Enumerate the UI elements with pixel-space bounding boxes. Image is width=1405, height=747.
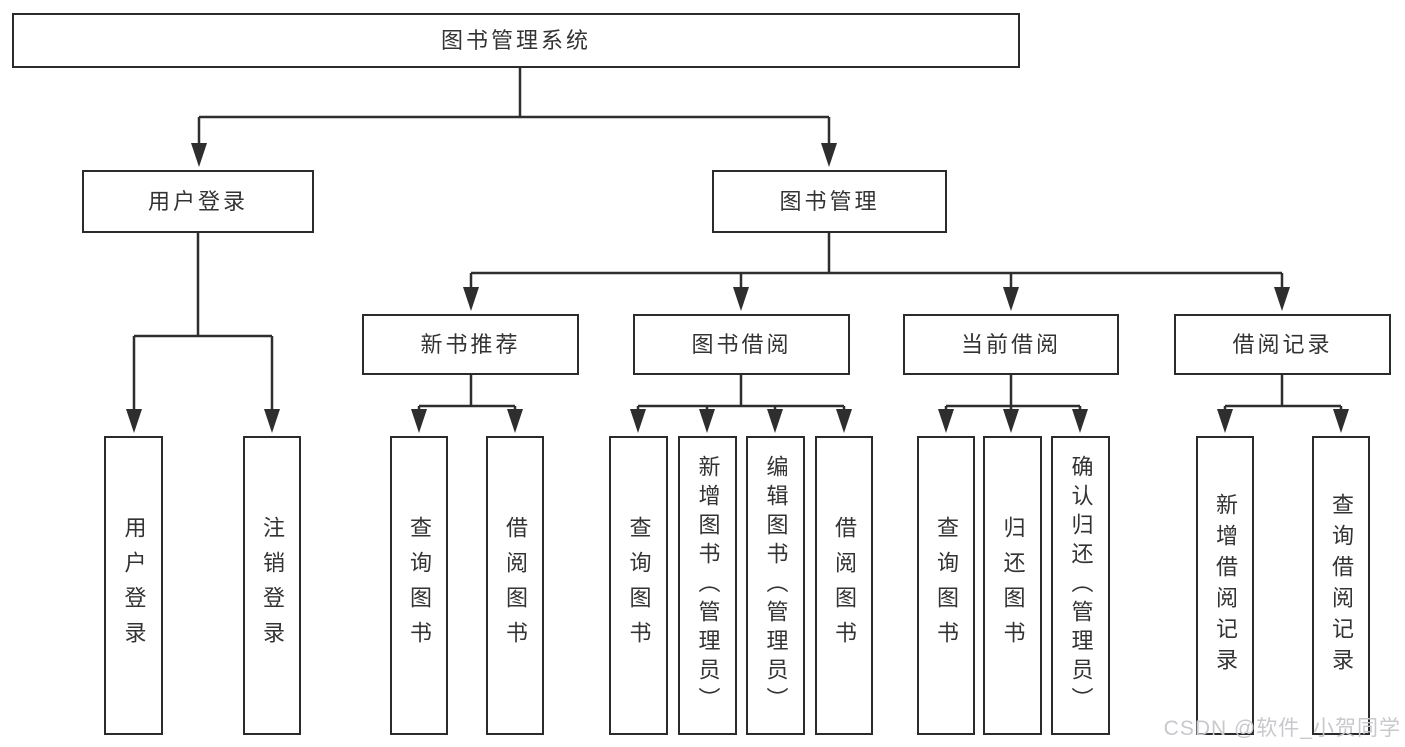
watermark: CSDN @软件_小贺同学 — [1163, 717, 1401, 740]
node-nbr-borrow-books: 借阅图书 — [486, 436, 544, 735]
node-bb-borrow-books: 借阅图书 — [815, 436, 873, 735]
node-book-borrow: 图书借阅 — [633, 314, 850, 375]
node-query-borrow-record: 查询借阅记录 — [1312, 436, 1370, 735]
node-bb-query-books: 查询图书 — [609, 436, 668, 735]
node-new-book-recommend: 新书推荐 — [362, 314, 579, 375]
node-nbr-query-books: 查询图书 — [390, 436, 448, 735]
node-book-management: 图书管理 — [712, 170, 947, 233]
node-user-login-action: 用户登录 — [104, 436, 163, 735]
node-cb-return-books: 归还图书 — [983, 436, 1042, 735]
node-bb-edit-books-admin: 编辑图书（管理员） — [746, 436, 805, 735]
node-current-borrow: 当前借阅 — [903, 314, 1119, 375]
node-cb-confirm-return-admin: 确认归还（管理员） — [1051, 436, 1110, 735]
node-bb-add-books-admin: 新增图书（管理员） — [678, 436, 737, 735]
node-add-borrow-record: 新增借阅记录 — [1196, 436, 1254, 735]
node-user-login: 用户登录 — [82, 170, 314, 233]
arrowhead-icons — [126, 143, 1349, 433]
node-borrow-records: 借阅记录 — [1174, 314, 1391, 375]
node-logout-action: 注销登录 — [243, 436, 301, 735]
node-cb-query-books: 查询图书 — [917, 436, 975, 735]
node-library-system: 图书管理系统 — [12, 13, 1020, 68]
